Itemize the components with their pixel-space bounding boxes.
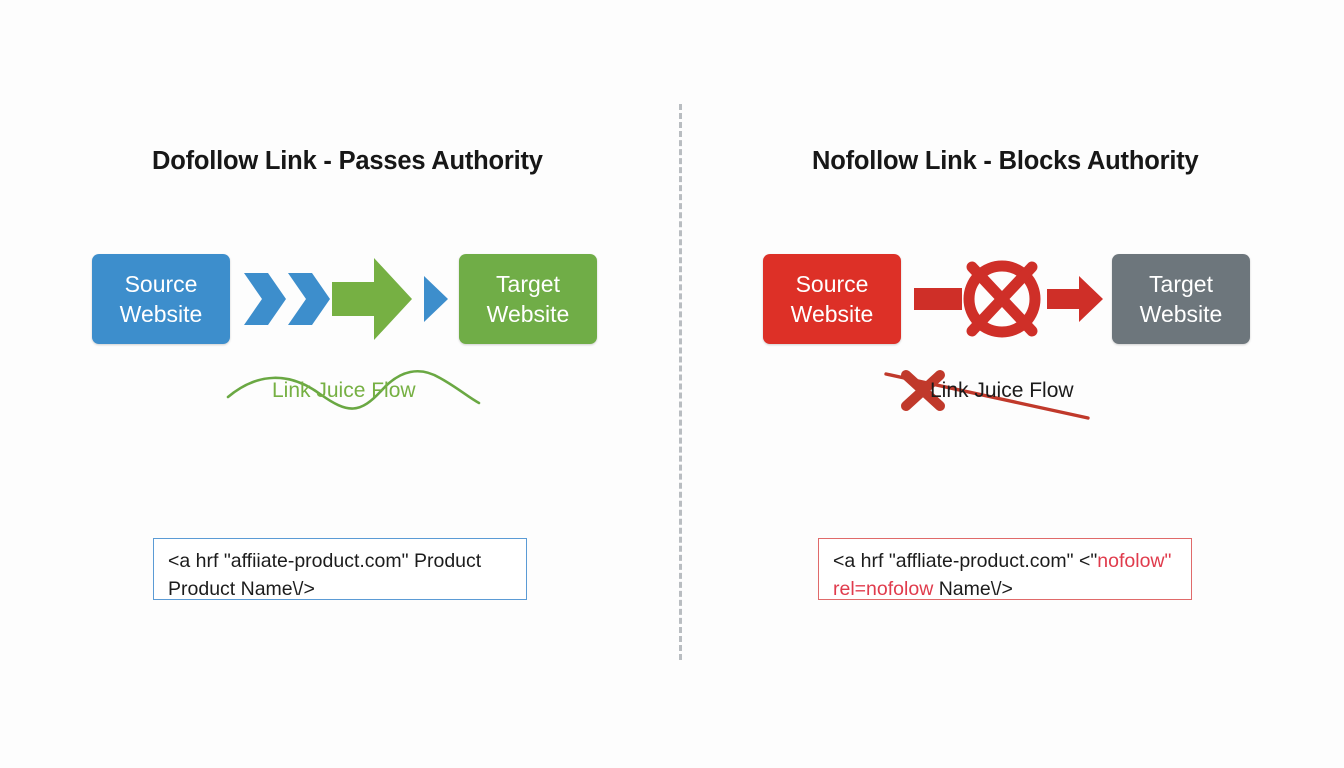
chevron-icon-2 <box>288 273 330 325</box>
code-line-1: <a hrf "affliate-product.com" <"nofolow" <box>833 547 1179 575</box>
blocked-arrow-icon <box>1047 276 1103 322</box>
code-token: Product Name\/> <box>168 578 315 600</box>
source-box-line1: Source <box>795 271 869 297</box>
code-token: Name\/> <box>933 578 1013 600</box>
connector-bar <box>914 288 962 310</box>
circle-x-icon <box>963 260 1041 338</box>
target-box-line2: Website <box>1139 301 1223 327</box>
code-line-2: Product Name\/> <box>168 575 514 603</box>
code-snippet-nofollow[interactable]: <a hrf "affliate-product.com" <"nofolow"… <box>818 538 1192 600</box>
link-juice-flow-label-dofollow: Link Juice Flow <box>272 379 416 402</box>
panel-divider <box>679 104 682 660</box>
code-token: <a hrf "affliate-product.com" <" <box>833 550 1098 572</box>
target-box-line1: Target <box>1149 271 1213 297</box>
source-box-line1: Source <box>124 271 198 297</box>
code-snippet-dofollow[interactable]: <a hrf "affiiate-product.com" Product Pr… <box>153 538 527 600</box>
target-website-box-nofollow[interactable]: Target Website <box>1112 254 1250 344</box>
panel-title-nofollow: Nofollow Link - Blocks Authority <box>812 147 1199 175</box>
source-website-box-nofollow[interactable]: Source Website <box>763 254 901 344</box>
source-website-box-dofollow[interactable]: Source Website <box>92 254 230 344</box>
code-token: rel=nofolow <box>833 578 934 600</box>
source-box-line2: Website <box>790 301 874 327</box>
code-line-2: rel=nofolow Name\/> <box>833 575 1179 603</box>
link-juice-arrow-icon <box>332 258 412 340</box>
chevron-icon-1 <box>244 273 286 325</box>
panel-title-dofollow: Dofollow Link - Passes Authority <box>152 147 543 175</box>
arrowhead-icon <box>424 276 448 322</box>
code-token: nofolow" <box>1097 550 1172 572</box>
code-line-1: <a hrf "affiiate-product.com" Product <box>168 547 514 575</box>
code-token: <a hrf "affiiate-product.com" Product <box>168 550 482 572</box>
target-box-line1: Target <box>496 271 560 297</box>
target-website-box-dofollow[interactable]: Target Website <box>459 254 597 344</box>
source-box-line2: Website <box>119 301 203 327</box>
target-box-line2: Website <box>486 301 570 327</box>
link-juice-flow-label-nofollow: Link Juice Flow <box>930 379 1074 402</box>
